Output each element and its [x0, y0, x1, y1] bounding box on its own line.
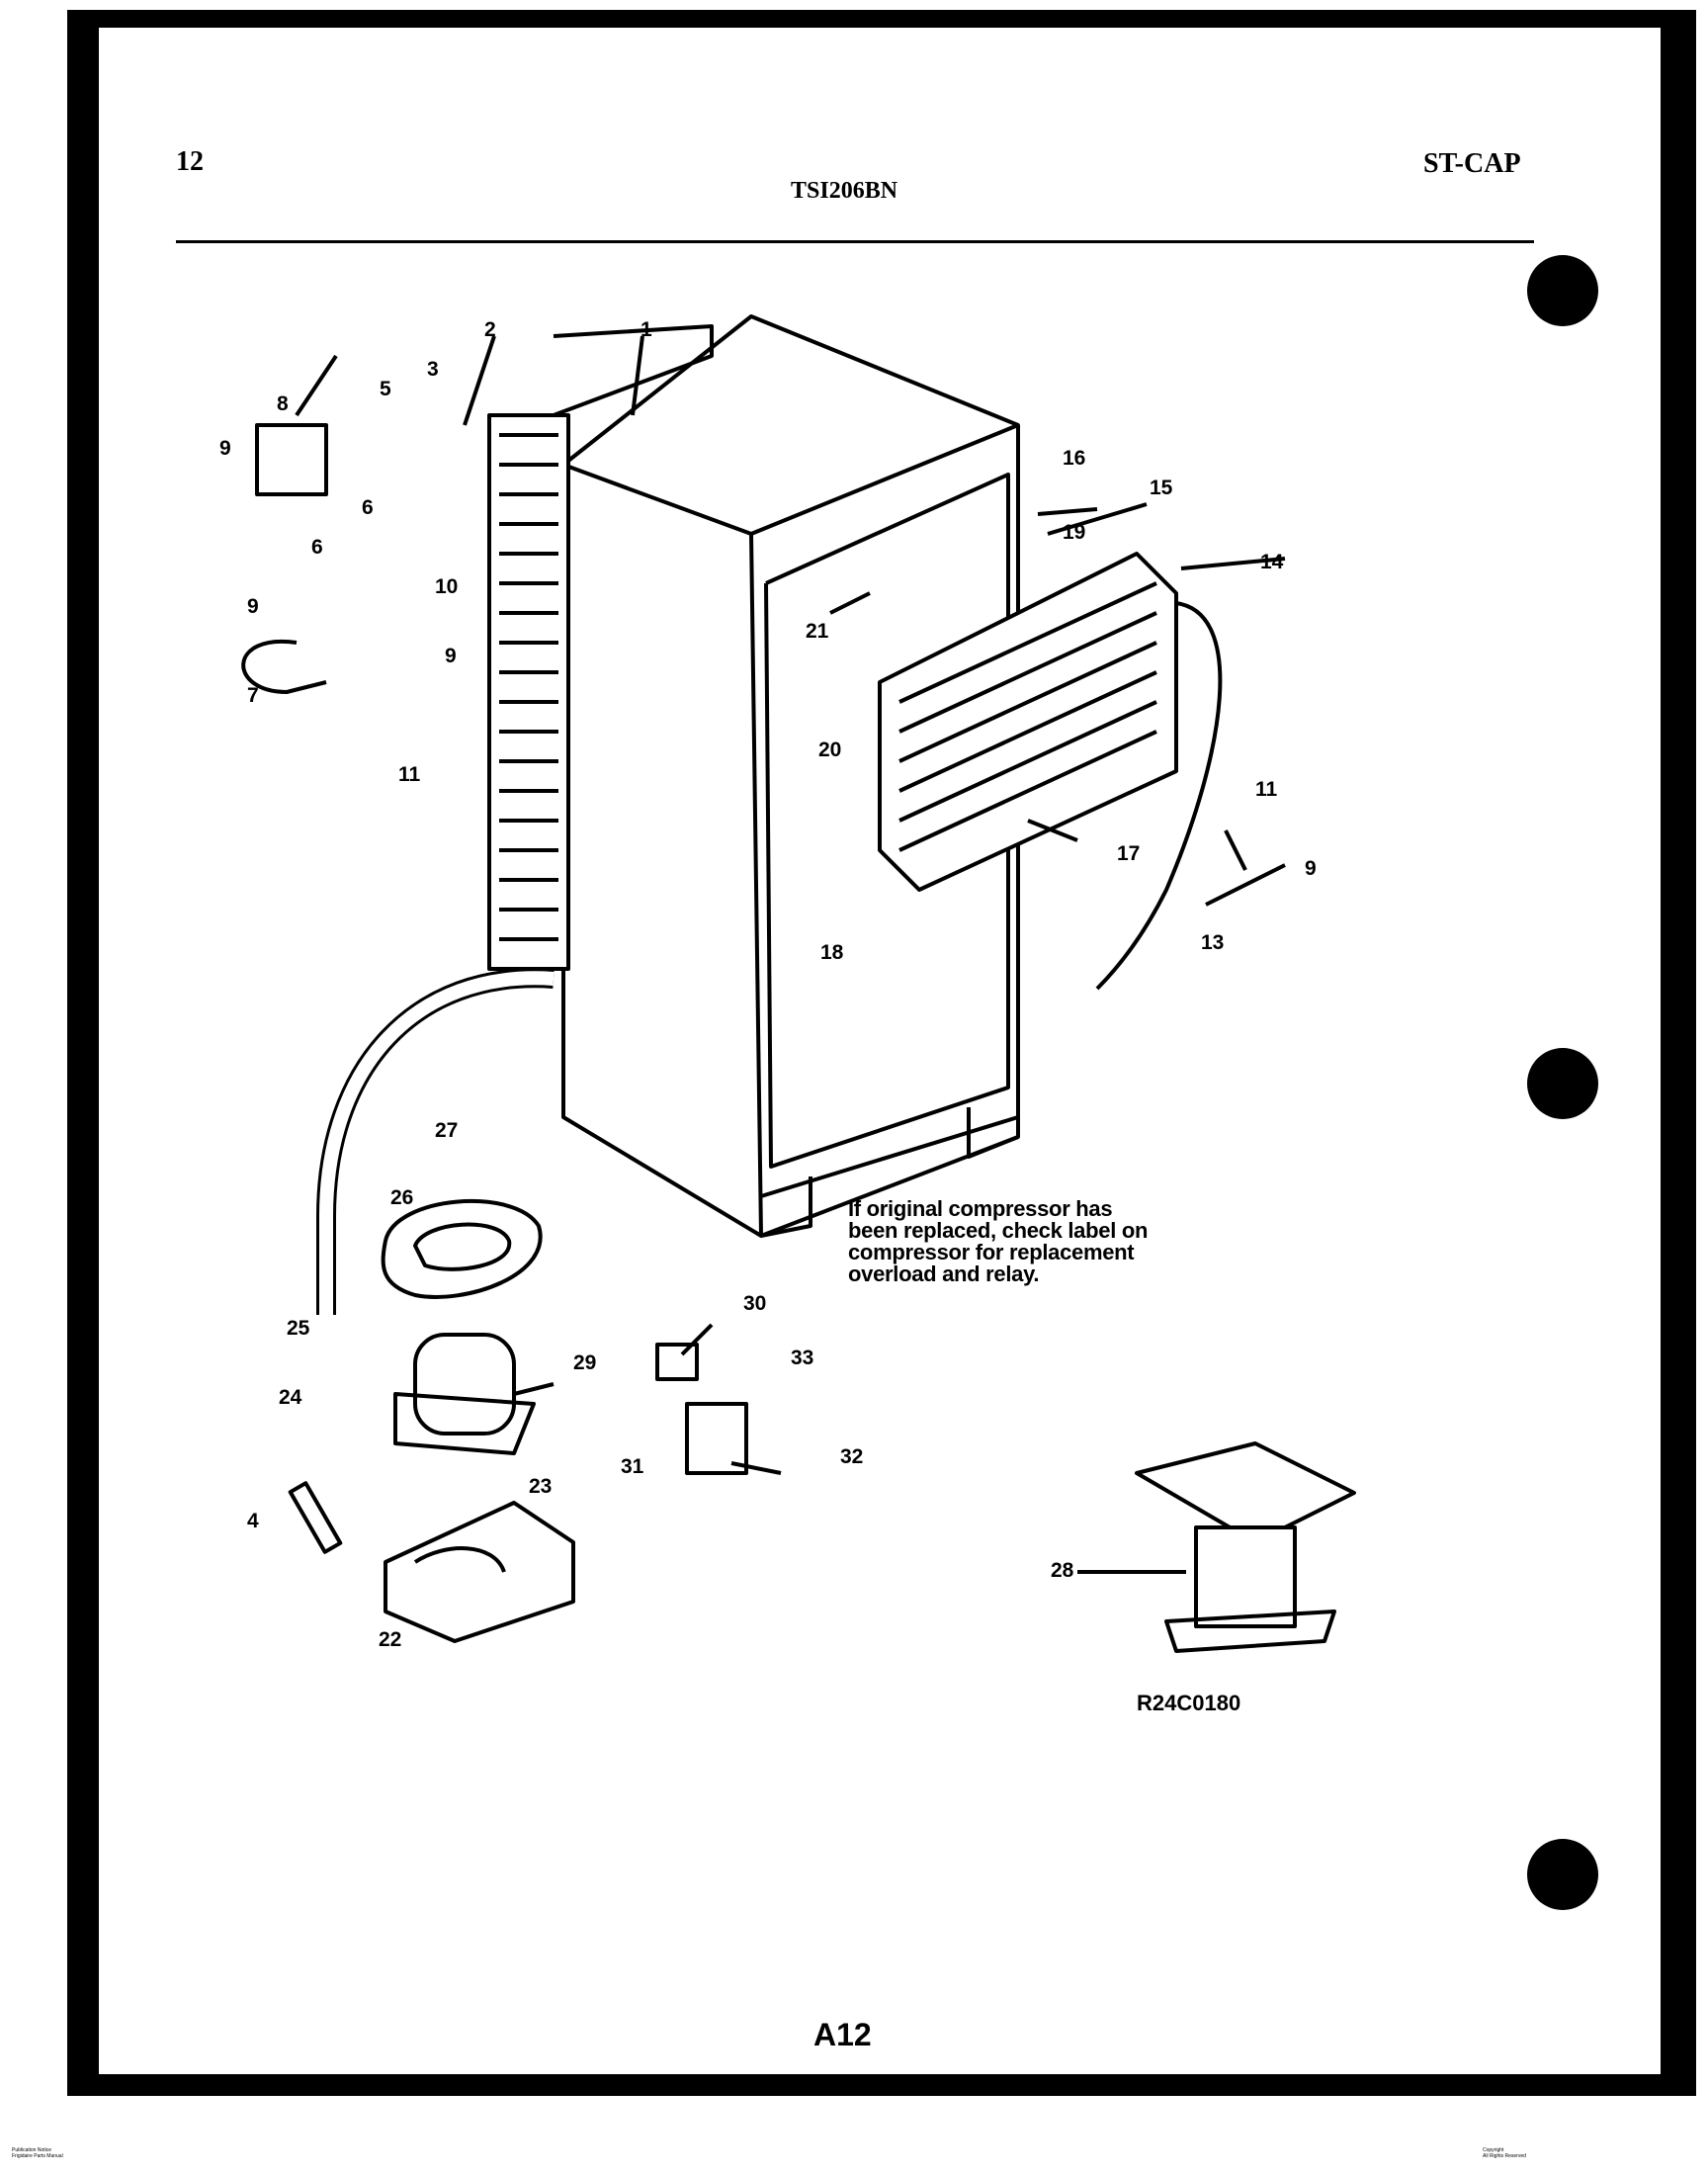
model-number: TSI206BN: [791, 178, 898, 204]
callout-27: 27: [435, 1119, 458, 1142]
drain-pan: [381, 1199, 543, 1299]
compressor: [393, 1333, 536, 1455]
callout-30: 30: [743, 1292, 766, 1315]
callout-6b: 6: [311, 536, 323, 559]
callout-21: 21: [806, 620, 829, 643]
callout-9a: 9: [219, 437, 231, 460]
callout-11b: 11: [1255, 778, 1278, 801]
callout-24: 24: [279, 1386, 302, 1409]
callout-14: 14: [1260, 551, 1284, 573]
binder-hole: [1527, 1839, 1598, 1910]
callout-5: 5: [380, 378, 391, 400]
callout-9d: 9: [1305, 857, 1317, 880]
diagram-code: R24C0180: [1137, 1691, 1241, 1715]
callout-23: 23: [529, 1475, 552, 1498]
note-line: overload and relay.: [848, 1262, 1040, 1286]
callout-17: 17: [1117, 842, 1140, 865]
mounting-bracket: [255, 423, 328, 496]
callout-32: 32: [840, 1445, 863, 1468]
callout-1: 1: [640, 318, 652, 341]
callout-33: 33: [791, 1347, 813, 1369]
header-rule: [176, 240, 1534, 243]
evaporator-coil: [878, 552, 1223, 991]
callout-26: 26: [390, 1186, 413, 1209]
page-code: A12: [813, 2017, 872, 2052]
page-number: 12: [176, 146, 204, 177]
callout-18: 18: [820, 941, 844, 964]
compressor-note: If original compressor has been replaced…: [848, 1198, 1224, 1285]
callout-22: 22: [379, 1628, 401, 1651]
footer-right-line: All Rights Reserved: [1483, 2153, 1526, 2159]
callout-16: 16: [1063, 447, 1085, 470]
callout-31: 31: [621, 1455, 644, 1478]
callout-10: 10: [435, 575, 458, 598]
note-line: If original compressor has: [848, 1196, 1113, 1221]
footer-left-line: Publication Notice: [12, 2147, 52, 2153]
callout-25: 25: [287, 1317, 310, 1340]
callout-8: 8: [277, 392, 289, 415]
callout-9b: 9: [247, 595, 259, 618]
callout-9c: 9: [445, 645, 457, 667]
callout-2: 2: [484, 318, 496, 341]
section-label: ST-CAP: [1423, 148, 1521, 179]
note-line: been replaced, check label on: [848, 1218, 1149, 1243]
callout-19: 19: [1063, 521, 1085, 544]
relay: [685, 1402, 748, 1475]
inset-compressor: [1135, 1441, 1356, 1653]
footer-right: Copyright All Rights Reserved: [1483, 2147, 1526, 2159]
callout-4: 4: [247, 1510, 259, 1532]
callout-15: 15: [1150, 477, 1173, 499]
callout-11a: 11: [398, 763, 421, 786]
callout-28: 28: [1051, 1559, 1074, 1582]
callout-7: 7: [247, 684, 259, 707]
callout-13: 13: [1201, 931, 1224, 954]
callout-29: 29: [573, 1351, 596, 1374]
cabinet-illustration: [561, 314, 1020, 1238]
power-cord: [241, 639, 327, 694]
callout-6a: 6: [362, 496, 374, 519]
binder-hole: [1527, 1048, 1598, 1119]
drier: [288, 1481, 343, 1554]
condenser-coils: [487, 324, 714, 971]
overload: [655, 1343, 699, 1381]
note-line: compressor for replacement: [848, 1240, 1135, 1264]
footer-left: Publication Notice Frigidaire Parts Manu…: [12, 2147, 63, 2159]
callout-3: 3: [427, 358, 439, 381]
callout-20: 20: [818, 739, 841, 761]
compressor-bracket: [384, 1501, 575, 1643]
footer-left-line: Frigidaire Parts Manual: [12, 2153, 63, 2159]
footer-right-line: Copyright: [1483, 2147, 1504, 2153]
binder-hole: [1527, 255, 1598, 326]
